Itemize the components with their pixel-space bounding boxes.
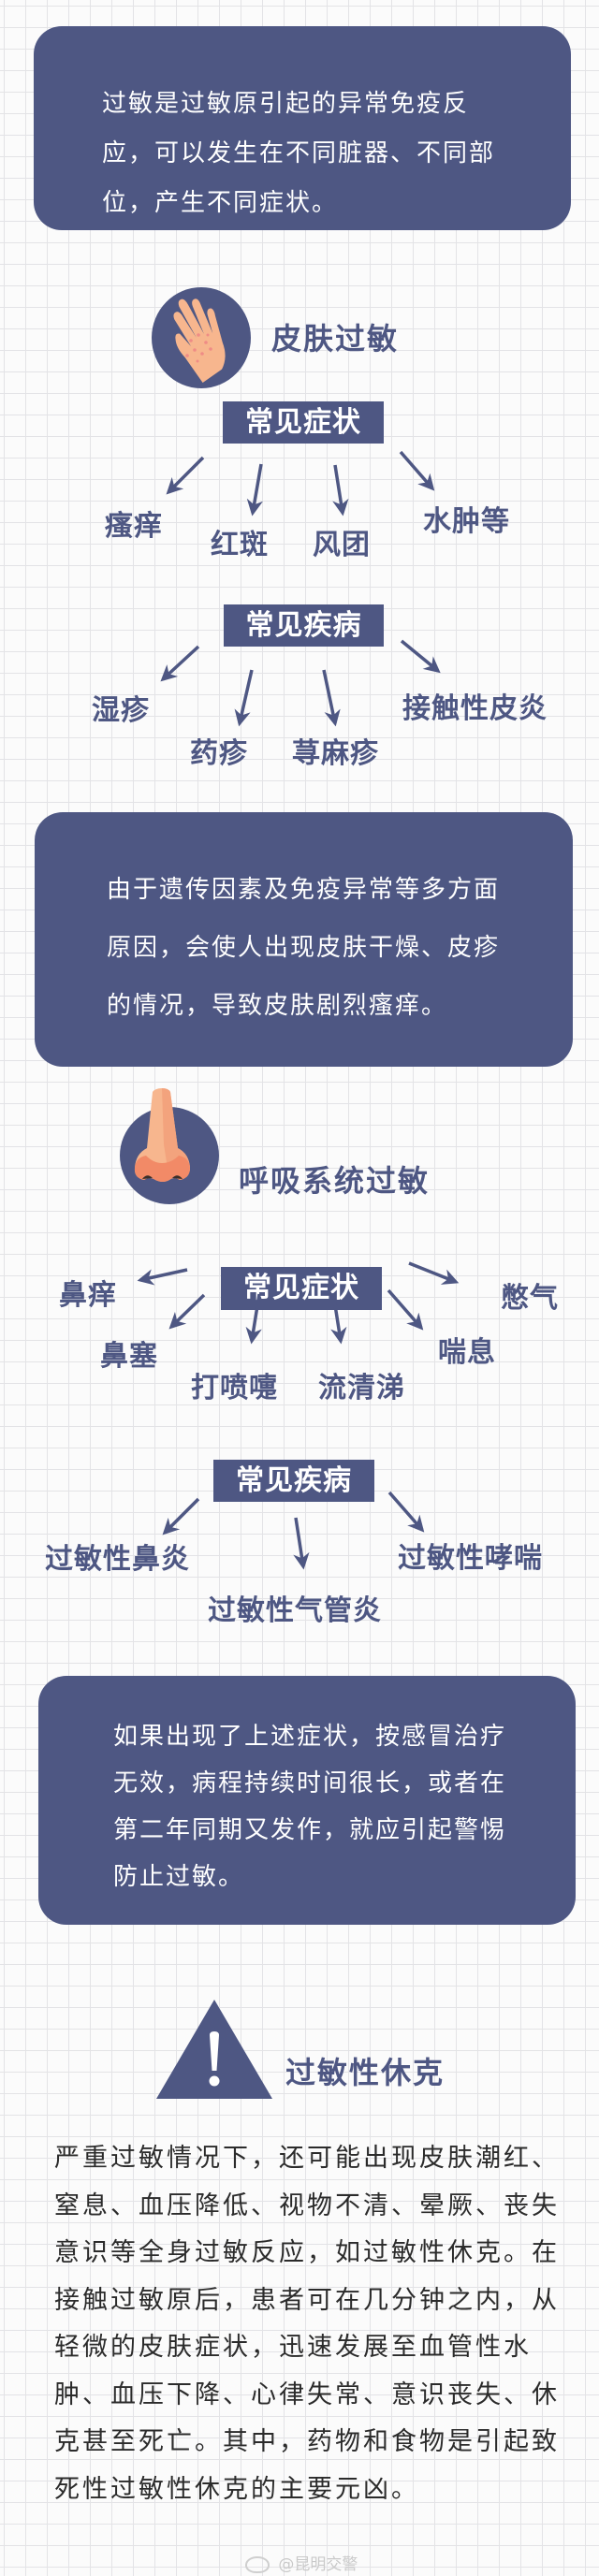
skin-symptoms-label: 常见症状	[223, 401, 384, 444]
respiratory-symptom-wheezing: 喘息	[438, 1336, 496, 1369]
warning-triangle-icon	[156, 2000, 272, 2099]
skin-diseases-label: 常见疾病	[224, 604, 384, 647]
respiratory-info-text: 如果出现了上述症状，按感冒治疗无效，病程持续时间很长，或者在第二年同期又发作，就…	[113, 1723, 507, 1891]
skin-disease-arrows	[160, 639, 441, 727]
shock-section-title: 过敏性休克	[285, 2055, 446, 2090]
respiratory-symptom-nasal-congestion: 鼻塞	[100, 1340, 158, 1373]
skin-symptom-edema: 水肿等	[423, 505, 510, 538]
skin-disease-urticaria: 荨麻疹	[292, 737, 379, 770]
respiratory-symptoms-label: 常见症状	[221, 1267, 382, 1310]
respiratory-disease-allergic-bronchitis: 过敏性气管炎	[208, 1594, 382, 1627]
respiratory-section-title: 呼吸系统过敏	[239, 1163, 431, 1199]
skin-section-title: 皮肤过敏	[271, 321, 400, 357]
skin-symptom-wheal: 风团	[313, 529, 371, 561]
respiratory-symptom-itchy-nose: 鼻痒	[59, 1279, 117, 1312]
skin-symptom-arrows	[166, 450, 435, 517]
skin-info-card: 由于遗传因素及免疫异常等多方面原因，会使人出现皮肤干燥、皮疹的情况，导致皮肤剧烈…	[35, 812, 573, 1067]
respiratory-disease-arrows	[162, 1491, 425, 1570]
nose-icon	[120, 1088, 219, 1204]
skin-disease-eczema: 湿疹	[92, 694, 150, 727]
respiratory-diseases-label: 常见疾病	[213, 1460, 374, 1502]
hand-rash-icon	[152, 287, 251, 388]
watermark: @昆明交警	[245, 2551, 358, 2574]
skin-disease-drug-rash: 药疹	[190, 737, 248, 770]
respiratory-info-card: 如果出现了上述症状，按感冒治疗无效，病程持续时间很长，或者在第二年同期又发作，就…	[38, 1676, 576, 1925]
shock-body-text: 严重过敏情况下，还可能出现皮肤潮红、窒息、血压降低、视物不清、晕厥、丧失意识等全…	[54, 2144, 560, 2504]
respiratory-symptom-sneezing: 打喷嚏	[191, 1372, 278, 1404]
respiratory-symptom-runny-nose: 流清涕	[318, 1372, 405, 1404]
intro-card: 过敏是过敏原引起的异常免疫反应，可以发生在不同脏器、不同部位，产生不同症状。	[34, 26, 571, 230]
respiratory-disease-allergic-rhinitis: 过敏性鼻炎	[45, 1543, 190, 1576]
skin-disease-contact-dermatitis: 接触性皮炎	[402, 692, 548, 725]
watermark-text: @昆明交警	[278, 2555, 358, 2574]
respiratory-symptom-breath-hold: 憋气	[501, 1282, 559, 1315]
skin-symptom-erythema: 红斑	[211, 529, 269, 561]
respiratory-symptom-arrows	[137, 1261, 460, 1345]
intro-text: 过敏是过敏原引起的异常免疫反应，可以发生在不同脏器、不同部位，产生不同症状。	[102, 90, 496, 217]
weibo-icon	[245, 2556, 270, 2573]
skin-info-text: 由于遗传因素及免疫异常等多方面原因，会使人出现皮肤干燥、皮疹的情况，导致皮肤剧烈…	[107, 876, 501, 1020]
skin-symptom-itching: 瘙痒	[105, 510, 163, 543]
respiratory-disease-allergic-asthma: 过敏性哮喘	[398, 1542, 543, 1575]
